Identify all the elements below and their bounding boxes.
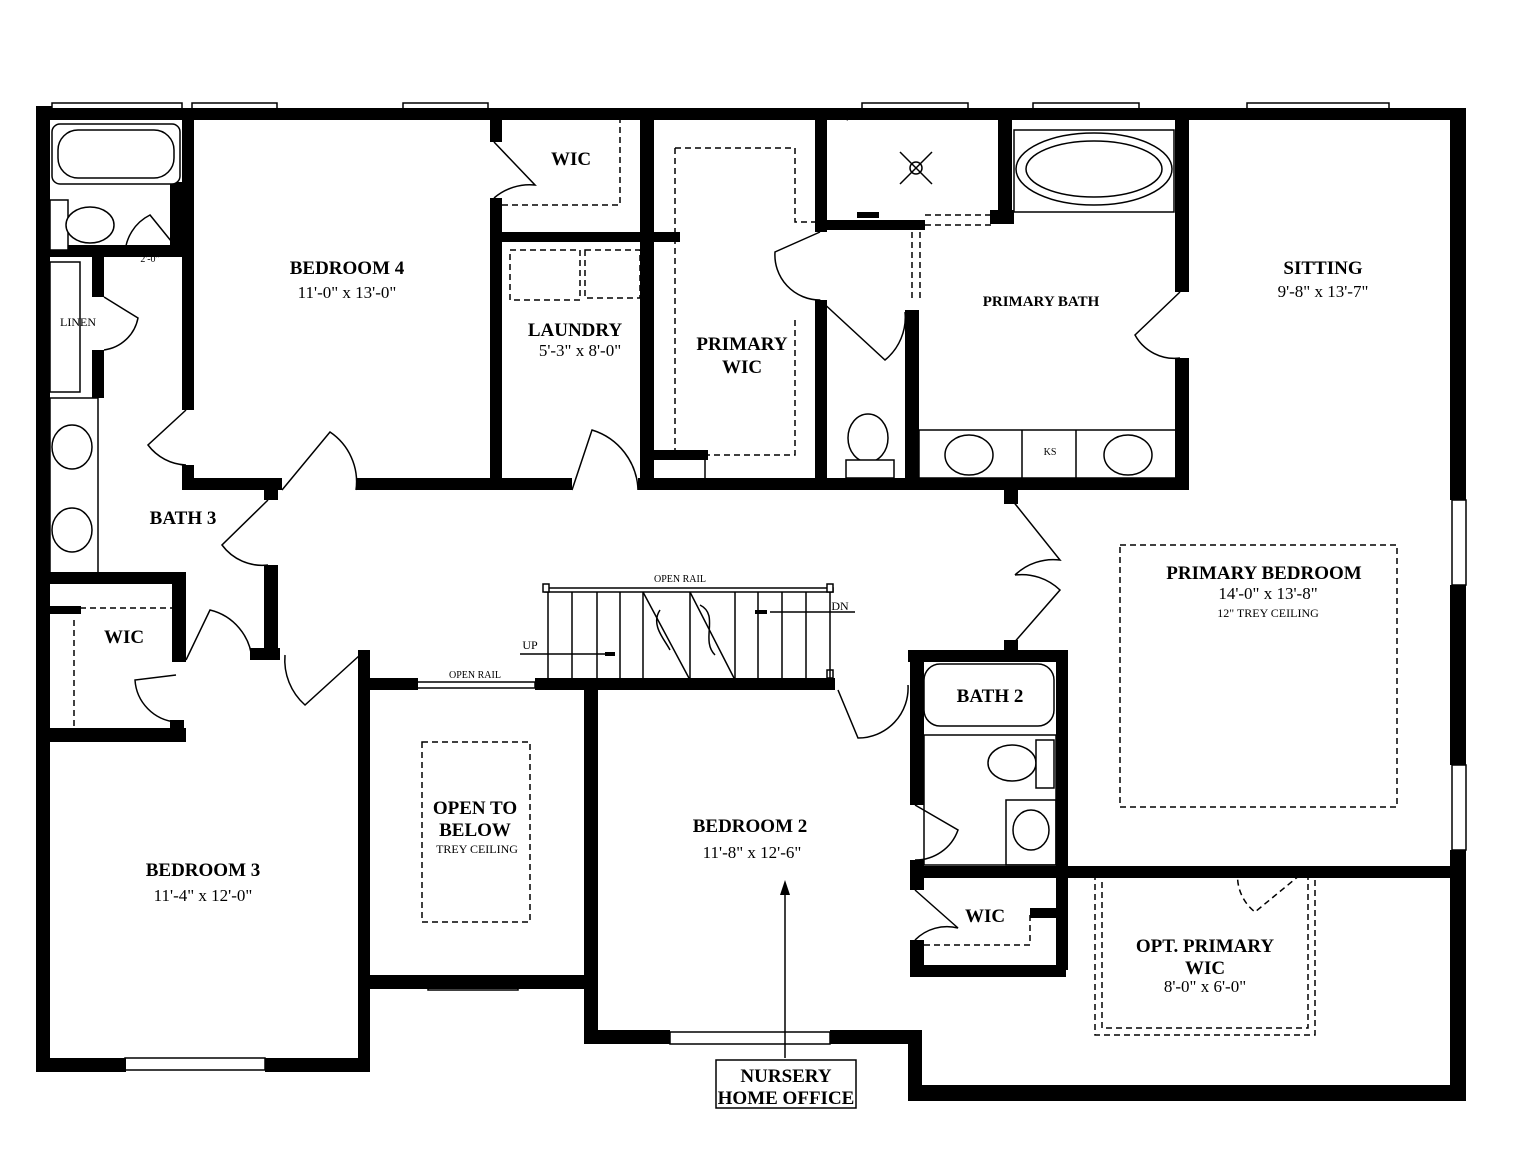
opt-primary-wic-line1: OPT. PRIMARY	[1136, 936, 1275, 957]
open-to-below-note: TREY CEILING	[436, 842, 518, 856]
callout-line1: NURSERY	[740, 1066, 831, 1087]
wic-top-name: WIC	[551, 149, 591, 170]
fixtures	[49, 123, 1178, 866]
callout-box	[715, 1059, 857, 1109]
room-labels: BEDROOM 4 11'-0" x 13'-0" WIC LAUNDRY 5'…	[60, 149, 1368, 996]
primary-bath-name: PRIMARY BATH	[983, 294, 1100, 310]
primary-bedroom-note: 12" TREY CEILING	[1217, 606, 1319, 620]
primary-wic-line2: WIC	[722, 357, 762, 378]
ks-label: KS	[1044, 447, 1057, 458]
bedroom2-dims: 11'-8" x 12'-6"	[703, 843, 802, 862]
annotation-labels: 2'-0" OPEN RAIL OPEN RAIL UP DN KS NURSE…	[140, 254, 1056, 1109]
primary-wic-line1: PRIMARY	[696, 334, 787, 355]
opt-primary-wic-line2: WIC	[1185, 958, 1225, 979]
wic-mid-name: WIC	[965, 906, 1005, 927]
bedroom2-name: BEDROOM 2	[693, 816, 808, 837]
staircase	[520, 583, 855, 681]
nursery-callout	[715, 880, 857, 1109]
wic-left-name: WIC	[104, 627, 144, 648]
exterior-walls	[36, 106, 1466, 1101]
linen-name: LINEN	[60, 315, 96, 329]
stair-down-label: DN	[831, 599, 849, 613]
interior-walls	[36, 112, 1466, 977]
door-swings	[103, 116, 1181, 941]
bedroom3-dims: 11'-4" x 12'-0"	[154, 886, 253, 905]
opt-primary-wic-dims: 8'-0" x 6'-0"	[1164, 977, 1246, 996]
open-to-below-line1: OPEN TO	[433, 798, 517, 819]
laundry-dims: 5'-3" x 8'-0"	[539, 341, 621, 360]
laundry-name: LAUNDRY	[528, 320, 623, 341]
sitting-dims: 9'-8" x 13'-7"	[1278, 282, 1369, 301]
open-to-below-line2: BELOW	[439, 820, 511, 841]
primary-bedroom-name: PRIMARY BEDROOM	[1166, 563, 1362, 584]
callout-line2: HOME OFFICE	[718, 1088, 855, 1109]
door-width-label: 2'-0"	[140, 254, 159, 265]
stair-up-label: UP	[522, 638, 538, 652]
primary-bedroom-dims: 14'-0" x 13'-8"	[1218, 584, 1317, 603]
dashed-elements	[73, 120, 1398, 1036]
open-rail-top-label: OPEN RAIL	[654, 574, 706, 585]
bath2-name: BATH 2	[957, 686, 1024, 707]
bath3-name: BATH 3	[150, 508, 217, 529]
bedroom4-dims: 11'-0" x 13'-0"	[298, 283, 397, 302]
bedroom3-name: BEDROOM 3	[146, 860, 261, 881]
sitting-name: SITTING	[1283, 258, 1362, 279]
bedroom4-name: BEDROOM 4	[290, 258, 405, 279]
open-rail-bottom-label: OPEN RAIL	[449, 670, 501, 681]
